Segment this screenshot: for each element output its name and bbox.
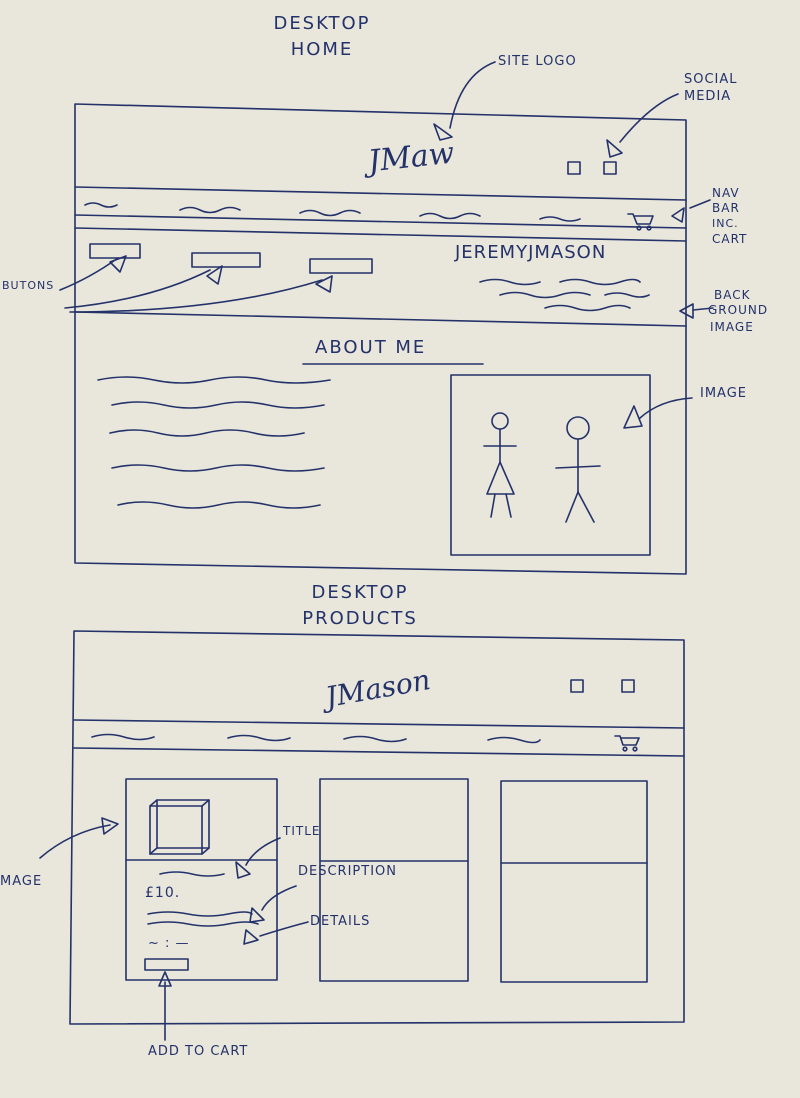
home-hero-text-lines — [479, 278, 650, 312]
products-wireframe-frame — [69, 630, 685, 1025]
home-nav-item-3 — [299, 209, 361, 217]
products-social-icon-1[interactable] — [570, 679, 584, 693]
annotation-add-to-cart: ADD TO CART — [148, 1044, 249, 1059]
home-nav-item-4 — [419, 212, 481, 220]
home-hero-buttons — [89, 243, 373, 274]
product-card-1-image — [149, 799, 210, 855]
products-title-line2: PRODUCTS — [302, 608, 418, 629]
about-image-figure-2 — [555, 416, 601, 523]
home-title-line1: DESKTOP — [273, 13, 371, 34]
home-annotation-arrows — [59, 61, 714, 429]
products-nav-items — [91, 733, 541, 744]
home-nav-item-1 — [84, 202, 118, 208]
product-card-1-details: ~ : — — [148, 936, 190, 951]
products-annotation-arrows — [39, 817, 309, 1041]
annotation-nav-bar-1: NAV — [712, 186, 740, 200]
home-nav-item-2 — [179, 206, 241, 214]
about-heading: ABOUT ME — [315, 337, 427, 358]
product-card-1-description — [147, 911, 259, 927]
products-nav-item-2 — [227, 734, 291, 742]
annotation-background-1: BACK — [714, 288, 751, 302]
product-card-1-title — [159, 871, 225, 877]
annotation-product-image: MAGE — [0, 874, 43, 889]
annotation-product-details: DETAILS — [310, 914, 371, 929]
home-nav-items — [84, 202, 581, 222]
annotation-product-description: DESCRIPTION — [298, 864, 397, 879]
annotation-nav-bar-4: CART — [712, 232, 748, 246]
annotation-background-2: GROUND — [708, 303, 769, 317]
products-cart-icon[interactable] — [614, 735, 640, 752]
home-cart-icon[interactable] — [627, 213, 654, 231]
home-wireframe-frame — [74, 103, 687, 575]
product-card-1[interactable] — [125, 778, 278, 981]
home-social-icon-2[interactable] — [603, 161, 617, 175]
annotation-site-logo: SITE LOGO — [498, 54, 577, 69]
products-title-line1: DESKTOP — [311, 582, 409, 603]
about-image — [450, 374, 651, 556]
product-card-1-price: £10. — [145, 885, 181, 901]
about-image-figure-1 — [483, 412, 517, 518]
home-hero-button-2[interactable] — [191, 252, 261, 268]
home-nav-item-5 — [539, 216, 581, 222]
product-card-2[interactable] — [319, 778, 469, 982]
products-nav-item-1 — [91, 733, 155, 741]
products-nav-item-4 — [487, 736, 541, 744]
home-hero-button-3[interactable] — [309, 258, 373, 274]
home-hero-name: JEREMYJMASON — [455, 242, 607, 263]
home-social-icon-1[interactable] — [567, 161, 581, 175]
annotation-social-media-1: SOCIAL — [684, 72, 738, 87]
annotation-image: IMAGE — [700, 386, 748, 401]
home-hero-button-1[interactable] — [89, 243, 141, 259]
annotation-buttons: BUTONS — [2, 279, 55, 292]
annotation-background-3: IMAGE — [710, 320, 754, 334]
annotation-nav-bar-2: BAR — [712, 201, 740, 215]
products-nav-item-3 — [343, 735, 407, 743]
product-card-1-add-to-cart-button[interactable] — [144, 958, 189, 971]
about-text-lines — [97, 376, 331, 509]
products-social-icon-2[interactable] — [621, 679, 635, 693]
annotation-social-media-2: MEDIA — [684, 89, 732, 104]
product-card-3[interactable] — [500, 780, 648, 983]
home-title-line2: HOME — [290, 39, 354, 60]
annotation-product-title: TITLE — [283, 824, 321, 838]
annotation-nav-bar-3: INC. — [712, 217, 739, 230]
